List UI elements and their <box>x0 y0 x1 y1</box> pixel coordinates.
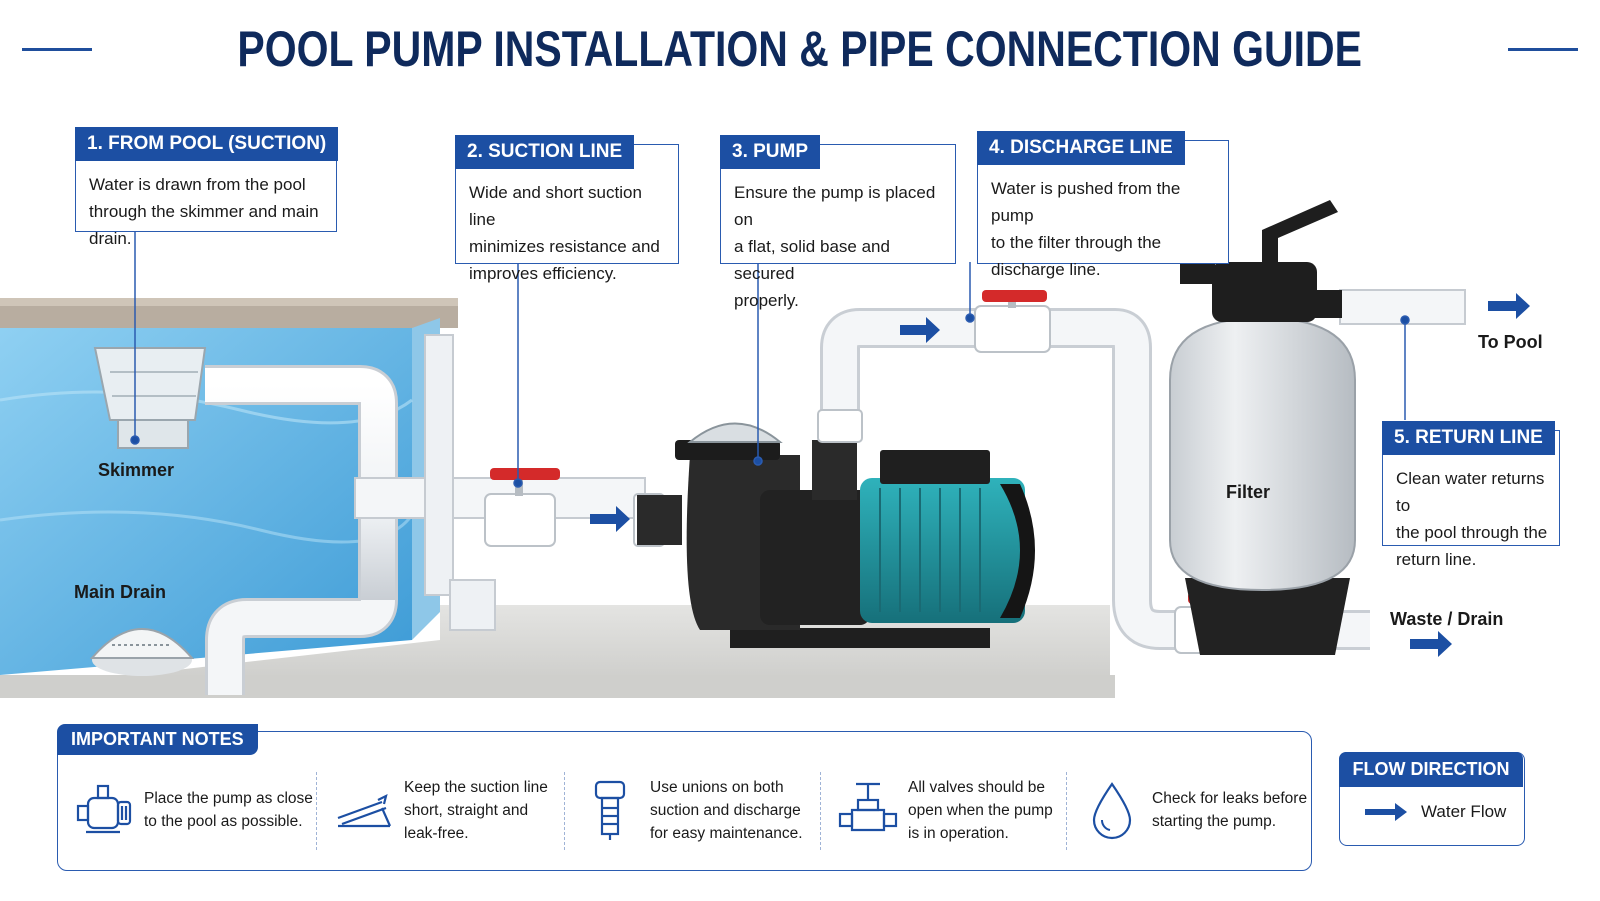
flow-arrows <box>590 293 1530 657</box>
slope-pipe-icon <box>337 793 392 828</box>
callout-return-line-text: Clean water returns to the pool through … <box>1396 469 1548 569</box>
note-separator <box>1066 772 1067 850</box>
important-notes-panel: Place the pump as close to the pool as p… <box>57 731 1312 871</box>
note-text: Use unions on both suction and discharge… <box>650 778 803 842</box>
label-filter: Filter <box>1226 482 1271 502</box>
note-item: Use unions on both suction and discharge… <box>580 770 803 850</box>
label-to-pool: To Pool <box>1478 332 1543 352</box>
main-drain <box>89 628 195 676</box>
note-item: Place the pump as close to the pool as p… <box>74 770 313 850</box>
callout-discharge-line-text: Water is pushed from the pump to the fil… <box>991 179 1181 279</box>
filter <box>1169 200 1356 655</box>
flow-direction-label: Water Flow <box>1421 802 1507 821</box>
note-text: Place the pump as close to the pool as p… <box>144 790 313 830</box>
callout-return-line: 5. RETURN LINE Clean water returns to th… <box>1382 421 1560 569</box>
label-waste-drain: Waste / Drain <box>1390 609 1504 629</box>
flow-direction-heading: FLOW DIRECTION <box>1339 752 1523 787</box>
valve-icon <box>838 782 898 832</box>
callout-discharge-line: 4. DISCHARGE LINE Water is pushed from t… <box>977 131 1229 279</box>
label-main-drain: Main Drain <box>74 582 167 602</box>
important-notes-heading: IMPORTANT NOTES <box>57 724 258 755</box>
note-separator <box>564 772 565 850</box>
suction-pipes <box>205 334 646 695</box>
pump <box>637 422 1035 648</box>
pump-icon <box>76 784 132 834</box>
label-skimmer: Skimmer <box>98 460 175 480</box>
flow-direction-item: Water Flow <box>1365 802 1506 822</box>
note-separator <box>316 772 317 850</box>
union-fitting-icon <box>594 780 626 840</box>
callout-suction-line-heading: 2. SUCTION LINE <box>455 135 635 169</box>
arrow-right-icon <box>1365 803 1407 821</box>
title-rule-right <box>1507 47 1578 51</box>
page-title: POOL PUMP INSTALLATION & PIPE CONNECTION… <box>237 21 1363 77</box>
skimmer <box>93 347 207 449</box>
callout-from-pool-heading: 1. FROM POOL (SUCTION) <box>75 127 339 161</box>
title-row: POOL PUMP INSTALLATION & PIPE CONNECTION… <box>0 14 1600 84</box>
title-rule-left <box>22 47 93 51</box>
note-item: All valves should be open when the pump … <box>838 770 1053 850</box>
note-text: Check for leaks before starting the pump… <box>1152 790 1308 830</box>
note-text: Keep the suction line short, straight an… <box>404 778 548 842</box>
callout-pump-text: Ensure the pump is placed on a flat, sol… <box>734 183 936 310</box>
note-item: Check for leaks before starting the pump… <box>1082 770 1307 850</box>
callout-return-line-heading: 5. RETURN LINE <box>1382 421 1555 455</box>
leader-lines <box>130 230 1410 488</box>
callout-suction-line-text: Wide and short suction line minimizes re… <box>469 183 660 283</box>
note-separator <box>820 772 821 850</box>
callout-suction-line: 2. SUCTION LINE Wide and short suction l… <box>455 135 679 283</box>
callout-from-pool-text: Water is drawn from the pool through the… <box>89 175 319 248</box>
callout-from-pool: 1. FROM POOL (SUCTION) Water is drawn fr… <box>75 127 339 248</box>
callout-discharge-line-heading: 4. DISCHARGE LINE <box>977 131 1185 165</box>
water-drop-icon <box>1092 782 1132 840</box>
note-item: Keep the suction line short, straight an… <box>334 770 548 850</box>
note-text: All valves should be open when the pump … <box>908 778 1053 842</box>
callout-pump: 3. PUMP Ensure the pump is placed on a f… <box>720 135 956 310</box>
callout-pump-heading: 3. PUMP <box>720 135 821 169</box>
